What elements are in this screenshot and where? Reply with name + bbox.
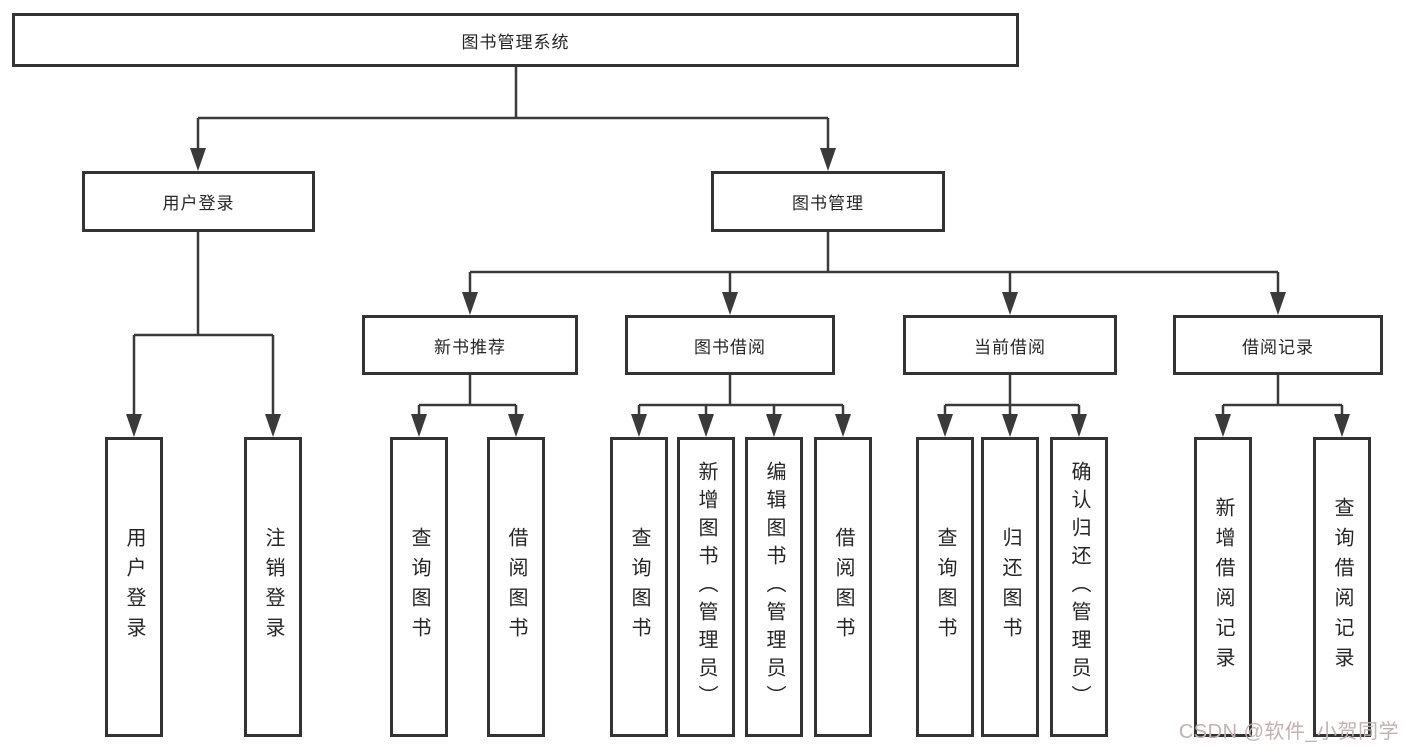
leaf-borrow-books-recommend: 借阅图书 <box>487 437 545 737</box>
node-label: 图书借阅 <box>694 337 766 357</box>
node-label: 归还图书 <box>999 527 1021 647</box>
leaf-confirm-return-admin: 确认归还（管理员） <box>1050 437 1108 737</box>
leaf-query-books-current: 查询图书 <box>916 437 974 737</box>
leaf-return-books: 归还图书 <box>981 437 1039 737</box>
node-library-management-system: 图书管理系统 <box>12 13 1019 67</box>
leaf-query-borrow-record: 查询借阅记录 <box>1313 437 1371 737</box>
node-label: 借阅图书 <box>832 527 854 647</box>
node-label: 用户登录 <box>162 194 235 213</box>
node-label: 图书管理系统 <box>461 32 570 52</box>
node-user-login: 用户登录 <box>82 171 315 232</box>
node-label: 查询图书 <box>628 527 650 647</box>
node-label: 新增图书（管理员） <box>695 461 717 713</box>
node-label: 查询图书 <box>408 527 430 647</box>
node-label: 新书推荐 <box>434 337 506 357</box>
node-label: 查询借阅记录 <box>1331 497 1353 677</box>
node-book-borrow: 图书借阅 <box>625 315 835 375</box>
leaf-query-books-recommend: 查询图书 <box>390 437 448 737</box>
node-current-borrow: 当前借阅 <box>903 315 1117 375</box>
node-new-book-recommend: 新书推荐 <box>362 315 578 375</box>
node-book-management: 图书管理 <box>711 171 945 232</box>
node-label: 确认归还（管理员） <box>1068 461 1090 713</box>
node-label: 用户登录 <box>123 527 145 647</box>
leaf-query-books-borrow: 查询图书 <box>610 437 668 737</box>
leaf-add-books-admin: 新增图书（管理员） <box>677 437 735 737</box>
leaf-borrow-books: 借阅图书 <box>814 437 872 737</box>
node-label: 注销登录 <box>262 527 284 647</box>
leaf-add-borrow-record: 新增借阅记录 <box>1194 437 1252 737</box>
node-label: 借阅图书 <box>505 527 527 647</box>
node-label: 编辑图书（管理员） <box>763 461 785 713</box>
leaf-user-login: 用户登录 <box>105 437 163 737</box>
node-label: 新增借阅记录 <box>1212 497 1234 677</box>
node-label: 当前借阅 <box>974 337 1046 357</box>
node-label: 查询图书 <box>934 527 956 647</box>
node-label: 图书管理 <box>792 194 864 213</box>
leaf-logout: 注销登录 <box>244 437 302 737</box>
leaf-edit-books-admin: 编辑图书（管理员） <box>745 437 803 737</box>
node-borrow-record: 借阅记录 <box>1173 315 1383 375</box>
csdn-watermark: CSDN @软件_小贺同学 <box>1178 721 1399 743</box>
node-label: 借阅记录 <box>1242 337 1314 357</box>
